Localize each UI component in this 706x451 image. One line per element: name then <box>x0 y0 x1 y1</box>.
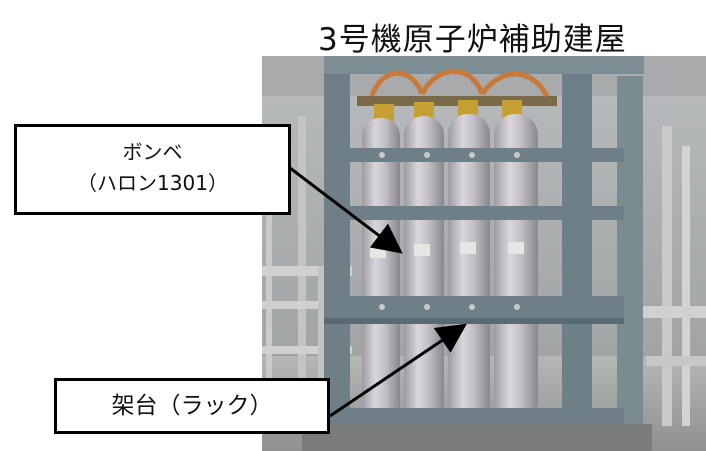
cylinder-callout: ボンベ （ハロン1301） <box>14 124 291 215</box>
rack-callout: 架台（ラック） <box>54 378 330 434</box>
cylinder-callout-line2: （ハロン1301） <box>77 171 228 195</box>
figure-title: 3号機原子炉補助建屋 <box>318 22 627 58</box>
cylinder-callout-line1: ボンベ <box>122 140 183 164</box>
rack-callout-label: 架台（ラック） <box>111 393 273 419</box>
